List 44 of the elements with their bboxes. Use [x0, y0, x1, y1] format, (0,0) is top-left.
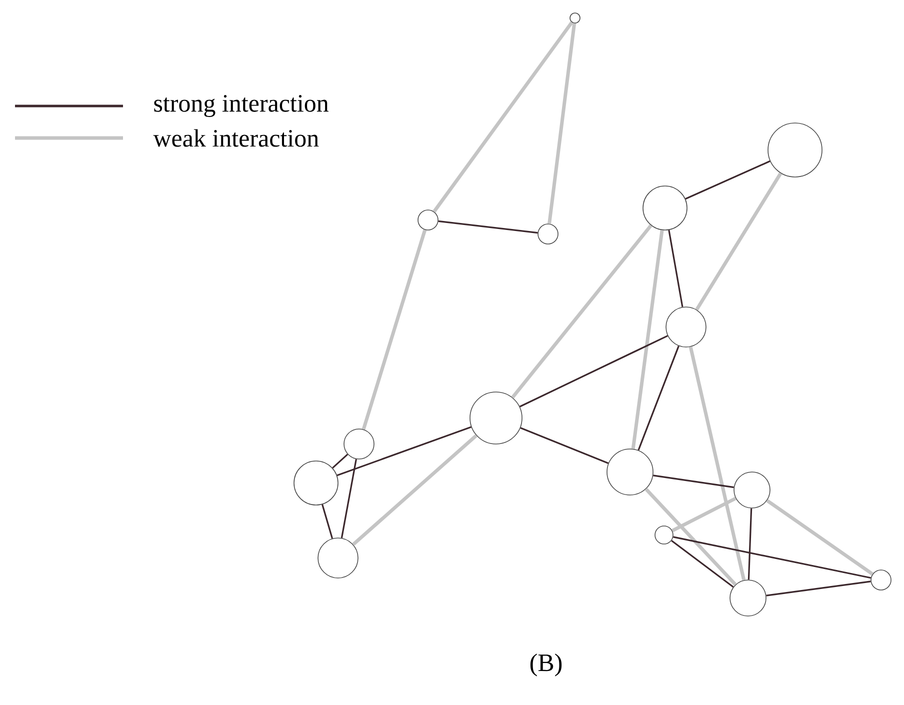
weak-interaction-line [688, 346, 746, 580]
strong-interaction-line [438, 220, 538, 234]
weak-interaction-line [644, 488, 737, 586]
node-circle [730, 580, 766, 616]
node-circle [666, 306, 706, 348]
panel-label: (B) [530, 654, 562, 676]
node-circle [654, 526, 674, 544]
node-circle [642, 186, 688, 230]
strong-interaction-line [671, 540, 734, 588]
strong-interaction-line [332, 454, 348, 469]
strong-interaction-line [520, 427, 609, 464]
node-circle [734, 472, 770, 508]
strong-interaction-line [673, 536, 871, 579]
strong-interaction-line [638, 346, 680, 450]
node-circle [606, 448, 654, 496]
weak-interaction-line [548, 23, 576, 224]
node-circle [470, 392, 522, 444]
legend-text: weak interaction [153, 129, 319, 147]
weak-interaction-line [631, 230, 664, 450]
strong-interaction-line [322, 504, 334, 539]
strong-interaction-line [685, 160, 770, 200]
node-circle [768, 122, 822, 178]
strong-interaction-line [668, 230, 684, 308]
strong-interaction-line [336, 426, 472, 476]
weak-interaction-line [766, 499, 874, 576]
node-circle [344, 428, 374, 460]
strong-interaction-line [766, 580, 871, 596]
weak-interaction-line [432, 21, 574, 213]
strong-interaction-line [340, 459, 357, 538]
strong-interaction-line [653, 474, 734, 488]
node-circle [870, 570, 892, 590]
node-circle [294, 460, 338, 506]
strong-interaction-line [748, 508, 752, 580]
node-circle [538, 224, 558, 244]
legend-text: strong interaction [154, 95, 328, 117]
strong-interaction-line [519, 335, 668, 408]
weak-interaction-line [695, 172, 782, 311]
node-circle [570, 12, 580, 24]
weak-interaction-line [352, 434, 478, 546]
node-circle [318, 538, 358, 578]
weak-interaction-line [362, 229, 427, 430]
weak-interaction-line [672, 496, 736, 532]
node-circle [418, 210, 438, 230]
weak-interaction-line [511, 224, 652, 399]
